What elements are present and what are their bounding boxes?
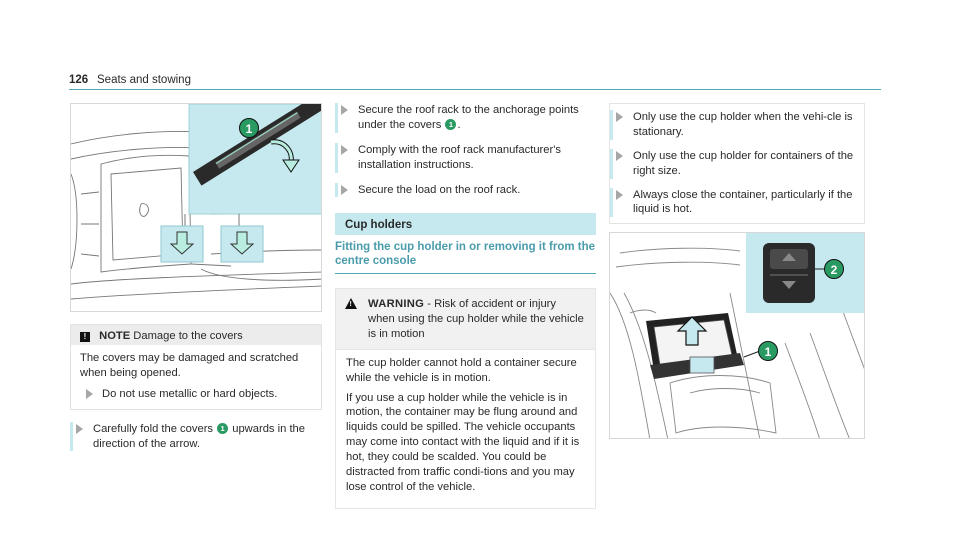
warning-paragraph-2: If you use a cup holder while the vehicl… <box>346 391 580 493</box>
step-arrow-icon <box>341 144 348 155</box>
note-title: NOTE <box>99 330 131 342</box>
bullet-text: Only use the cup holder for containers o… <box>633 149 854 177</box>
note-box: ! NOTE Damage to the covers The covers m… <box>70 324 322 410</box>
secure-step-post: . <box>457 118 461 131</box>
bullet-close-container: Always close the container, particularly… <box>610 187 858 218</box>
callout-1: 1 <box>758 341 778 362</box>
secure-rack-step: Secure the roof rack to the anchorage po… <box>335 103 596 133</box>
warning-paragraph-1: The cup holder cannot hold a container s… <box>346 356 577 384</box>
callout-2: 2 <box>824 259 844 280</box>
middle-column: Secure the roof rack to the anchorage po… <box>335 103 596 509</box>
step-arrow-icon <box>341 184 348 195</box>
note-step-text: Do not use metallic or hard objects. <box>102 387 278 400</box>
step-arrow-icon <box>341 105 348 115</box>
bullet-right-size: Only use the cup holder for containers o… <box>610 148 858 179</box>
note-header: ! NOTE Damage to the covers <box>71 325 321 345</box>
warning-title: WARNING <box>368 298 425 311</box>
section-name: Seats and stowing <box>97 74 191 86</box>
note-title-rest: Damage to the covers <box>133 330 243 342</box>
warning-box: ! WARNING - Risk of accident or injury w… <box>335 288 596 509</box>
page-number: 126 <box>69 74 89 86</box>
section-heading-cup-holders: Cup holders <box>335 213 596 236</box>
car-roof-drawing <box>71 104 321 300</box>
left-column: 1 ! NOTE Damage to the covers The covers… <box>70 103 322 452</box>
subheading-fitting: Fitting the cup holder in or removing it… <box>335 241 596 275</box>
center-console-drawing <box>610 233 864 439</box>
step-arrow-icon <box>76 423 83 434</box>
warning-header: ! WARNING - Risk of accident or injury w… <box>336 289 595 349</box>
cup-holder-bullets: Only use the cup holder when the vehi-cl… <box>609 103 865 225</box>
warning-body: The cup holder cannot hold a container s… <box>336 348 595 508</box>
comply-step-text: Comply with the roof rack manufacturer's… <box>358 143 561 171</box>
step-arrow-icon <box>616 150 623 161</box>
note-text: The covers may be damaged and scratched … <box>80 352 299 379</box>
header-rule <box>69 89 881 90</box>
bullet-text: Only use the cup holder when the vehi-cl… <box>633 111 853 138</box>
secure-load-step: Secure the load on the roof rack. <box>335 182 596 198</box>
warning-title-rest: - Risk of accident or injury when using … <box>368 298 584 340</box>
fold-step-pre: Carefully fold the covers <box>93 422 214 435</box>
step-arrow-icon <box>616 189 623 200</box>
callout-1: 1 <box>239 118 259 138</box>
roof-covers-illustration: 1 <box>70 103 322 312</box>
step-arrow-icon <box>86 388 93 399</box>
bullet-text: Always close the container, particularly… <box>633 188 853 216</box>
secure-load-text: Secure the load on the roof rack. <box>358 183 521 196</box>
note-step: Do not use metallic or hard objects. <box>80 387 312 402</box>
step-arrow-icon <box>616 112 623 122</box>
note-body: The covers may be damaged and scratched … <box>71 345 321 409</box>
comply-step: Comply with the roof rack manufacturer's… <box>335 142 596 173</box>
notice-icon: ! <box>80 332 90 342</box>
warning-triangle-icon: ! <box>345 298 357 310</box>
cup-holder-illustration: 2 1 <box>609 232 865 440</box>
callout-inline-1: 1 <box>445 118 457 130</box>
right-column: Only use the cup holder when the vehi-cl… <box>609 103 865 440</box>
fold-step-post: upwards in the direction of the arrow. <box>93 422 305 450</box>
fold-covers-step: Carefully fold the covers 1 upwards in t… <box>70 421 322 452</box>
secure-step-pre: Secure the roof rack to the anchorage po… <box>358 104 579 131</box>
page-header: 126 Seats and stowing <box>69 70 881 90</box>
callout-inline-1: 1 <box>217 422 229 434</box>
bullet-stationary: Only use the cup holder when the vehi-cl… <box>610 110 858 140</box>
